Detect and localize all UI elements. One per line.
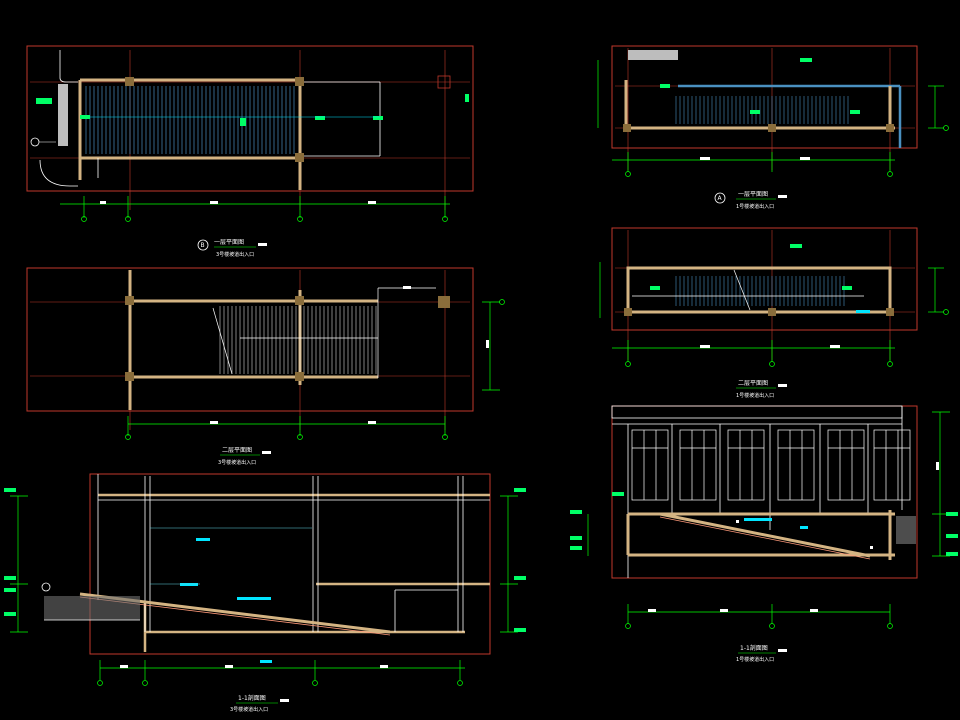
section-2-ground-hatch: [896, 516, 916, 544]
plan-4-subtitle: 1号楼坡道出入口: [736, 392, 774, 399]
plan-3-title: 一层平面图: [738, 191, 768, 198]
plan-3-subtitle: 1号楼坡道出入口: [736, 203, 774, 210]
section-1-frame: [89, 473, 491, 655]
plan-4-caption: 二层平面图 1号楼坡道出入口: [736, 380, 787, 399]
facade-window: [827, 429, 865, 501]
view-plan-3: A 一层平面图 1号楼坡道出入口: [597, 45, 949, 210]
plan-1-frame: [26, 45, 474, 192]
view-section-2: 1-1剖面图 1号楼坡道出入口: [570, 405, 958, 663]
section-1-subtitle: 3号楼坡道出入口: [230, 706, 268, 713]
plan-2-stair-treads: [219, 306, 377, 374]
plan-3-caption: A 一层平面图 1号楼坡道出入口: [714, 191, 787, 210]
plan-1-marker-circle: [30, 137, 56, 147]
plan-4-title: 二层平面图: [738, 380, 768, 387]
view-plan-2: 二层平面图 3号楼坡道出入口: [26, 267, 505, 466]
plan-2-frame: [26, 267, 474, 412]
plan-2-subtitle: 3号楼坡道出入口: [218, 459, 256, 466]
facade-window: [873, 429, 911, 501]
facade-window: [727, 429, 765, 501]
plan-3-stair-treads: [675, 96, 849, 124]
section-2-ramp-slab: [659, 512, 871, 560]
plan-4-frame: [611, 227, 918, 331]
plan-1-ramp-hatch: [85, 86, 295, 154]
facade-window: [679, 429, 717, 501]
facade-window: [777, 429, 815, 501]
plan-2-caption: 二层平面图 3号楼坡道出入口: [218, 447, 271, 466]
section-2-frame: [611, 405, 918, 579]
section-2-title: 1-1剖面图: [740, 644, 768, 652]
section-2-caption: 1-1剖面图 1号楼坡道出入口: [736, 644, 787, 663]
section-1-caption: 1-1剖面图 3号楼坡道出入口: [230, 694, 289, 713]
plan-1-subtitle: 3号楼坡道出入口: [216, 251, 254, 258]
plan-1-marker-label: B: [201, 242, 205, 249]
section-1-title: 1-1剖面图: [238, 694, 266, 702]
plan-3-marker-label: A: [718, 195, 723, 202]
plan-4-stair-treads: [675, 276, 845, 306]
view-plan-1: B 一层平面图 3号楼坡道出入口: [26, 45, 474, 258]
plan-1-entrance-block: [58, 84, 68, 146]
view-section-1: 1-1剖面图 3号楼坡道出入口: [4, 473, 526, 713]
section-2-subtitle: 1号楼坡道出入口: [736, 656, 774, 663]
plan-3-roof-block: [628, 50, 678, 60]
plan-2-title: 二层平面图: [222, 447, 252, 454]
section-1-marker-circle: [41, 582, 51, 592]
plan-1-title: 一层平面图: [214, 239, 244, 246]
facade-window: [631, 429, 669, 501]
view-plan-4: 二层平面图 1号楼坡道出入口: [599, 227, 949, 399]
section-1-ground-hatch: [44, 596, 140, 620]
plan-1-caption: B 一层平面图 3号楼坡道出入口: [197, 239, 267, 258]
section-2-facade-windows: [631, 429, 911, 501]
plan-3-frame: [611, 45, 918, 149]
